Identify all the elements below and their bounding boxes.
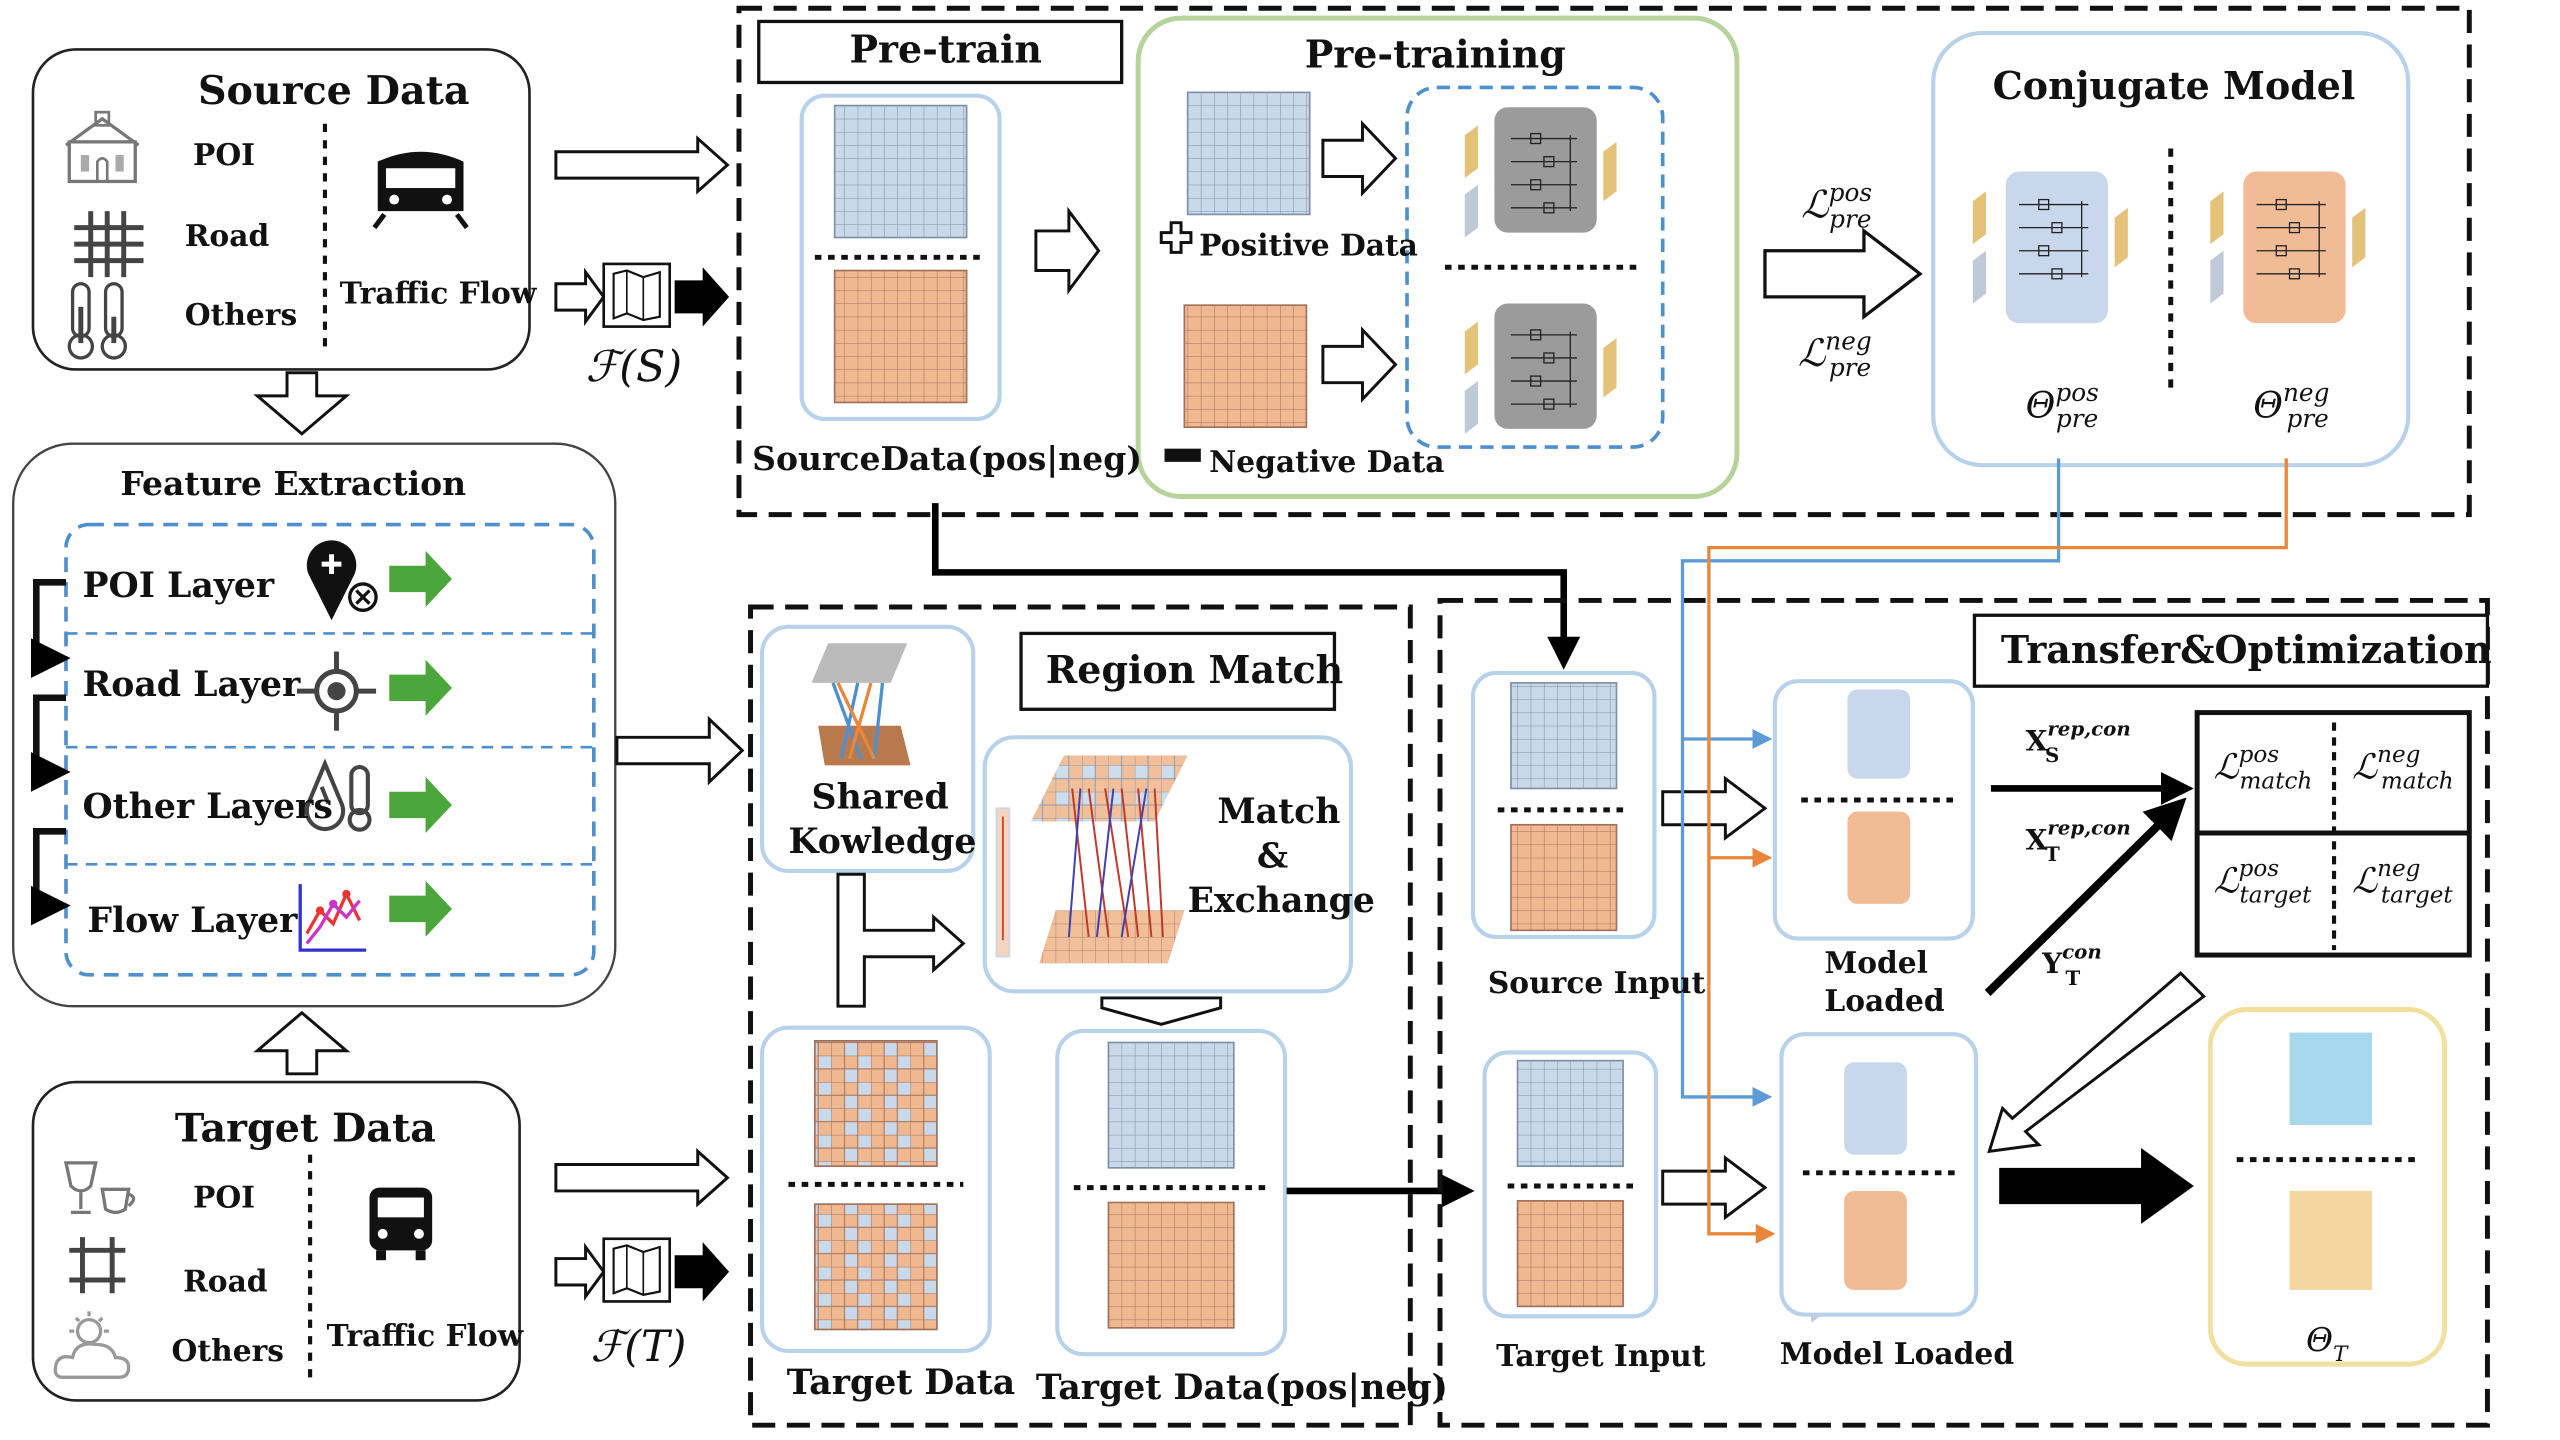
feature-to-region-arrow [615, 715, 745, 786]
source-data-posneg-label: SourceData(pos|neg) [752, 438, 1142, 479]
target-road-label: Road [183, 1265, 268, 1300]
positive-data-label: Positive Data [1199, 229, 1418, 264]
poi-layer-label: POI Layer [82, 564, 275, 606]
map-icon [602, 262, 672, 328]
source-data-title: Source Data [197, 65, 470, 114]
target-to-feature-arrow [253, 1010, 351, 1076]
parameter-flow-lines [1680, 458, 2288, 1244]
theta-pre-pos: Θpospre [2025, 377, 2099, 434]
pretrain-to-conjugate-arrow [1763, 227, 1923, 321]
target-ft-arrow-left [554, 1242, 606, 1302]
target-data-title: Target Data [174, 1103, 436, 1152]
match-label: Match [1217, 790, 1341, 832]
feature-extraction-title: Feature Extraction [120, 463, 467, 504]
source-to-pretraining-arrow [1034, 206, 1101, 295]
pretrain-region [736, 5, 2472, 518]
target-traffic-flow-label: Traffic Flow [326, 1319, 524, 1355]
plus-icon [1159, 221, 1193, 254]
source-data-panel [31, 48, 531, 371]
weather-drop-icon [304, 758, 372, 832]
loss-target-neg: ℒnegtarget [2352, 856, 2453, 909]
source-input-label: Source Input [1487, 966, 1706, 1002]
map-icon [602, 1237, 672, 1303]
region-match-region [748, 604, 1413, 1428]
xt-rep-con: Xrep,conT [2025, 816, 2131, 866]
source-fs-arrow-right [674, 267, 730, 327]
optimize-back-arrow [1987, 971, 2206, 1154]
network-block-orange [2243, 171, 2346, 324]
target-feature-function: ℱ(T) [590, 1322, 687, 1373]
mini-network-diagram [1464, 125, 1617, 238]
road-layer-label: Road Layer [82, 663, 301, 705]
loss-pre-pos: ℒpospre [1801, 178, 1873, 235]
exchange-label: Exchange [1187, 879, 1375, 921]
source-to-pretrain-arrow [554, 135, 730, 195]
flow-layer-label: Flow Layer [87, 898, 298, 941]
source-others-label: Others [184, 298, 298, 334]
train-icon [372, 151, 469, 230]
source-poi-label: POI [192, 138, 256, 174]
theta-target: ΘT [2306, 1319, 2348, 1368]
region-match-title: Region Match [1045, 648, 1344, 693]
to-output-arrow [1999, 1148, 2194, 1224]
target-data-label: Target Data [786, 1360, 1016, 1403]
poi-pin-icon [306, 540, 378, 621]
source-road-label: Road [184, 219, 270, 255]
building-icon [65, 110, 140, 184]
shared-label: Shared [811, 775, 949, 817]
target-data-posneg-label: Target Data(pos|neg) [1035, 1365, 1448, 1408]
model-loaded-line2: Loaded [1824, 984, 1945, 1020]
thermometer-icon [67, 282, 128, 360]
other-layers-label: Other Layers [82, 785, 333, 827]
target-to-region-arrow [554, 1148, 730, 1208]
loss-target-pos: ℒpostarget [2213, 856, 2312, 909]
xs-rep-con: Xrep,conS [2025, 717, 2131, 768]
yt-con: YconT [2042, 940, 2102, 990]
match-down-arrow [1100, 996, 1223, 1026]
mini-network-diagram [2210, 191, 2366, 304]
feature-extraction-panel [12, 442, 617, 1008]
model-loaded-label: Model Loaded [1779, 1337, 2015, 1373]
conjugate-model-title: Conjugate Model [1992, 64, 2356, 109]
negative-data-label: Negative Data [1209, 445, 1445, 481]
loss-pre-neg: ℒnegpre [1797, 326, 1872, 383]
cloud-sun-icon [53, 1311, 131, 1379]
kowledge-label: Kowledge [788, 819, 977, 862]
road-frame-icon [69, 1237, 126, 1294]
loss-match-pos: ℒposmatch [2213, 742, 2313, 796]
minus-icon [1164, 448, 1201, 462]
green-arrow-icon [389, 550, 452, 937]
target-poi-label: POI [192, 1181, 256, 1216]
source-traffic-flow-label: Traffic Flow [339, 277, 537, 312]
bus-icon [369, 1187, 433, 1261]
model-loaded-line1: Model [1824, 946, 1928, 982]
flow-chart-icon [298, 884, 367, 952]
source-to-feature-arrow [253, 371, 351, 436]
source-to-transfer-line [931, 503, 1581, 670]
layer-stack-icon [811, 643, 911, 766]
target-others-label: Others [171, 1334, 284, 1370]
target-input-label: Target Input [1496, 1339, 1706, 1375]
cafe-icon [63, 1161, 136, 1215]
ampersand-label: & [1256, 834, 1289, 876]
target-ft-arrow-right [674, 1242, 730, 1302]
source-feature-function: ℱ(S) [585, 343, 683, 393]
pretrain-title: Pre-train [849, 28, 1042, 73]
transfer-optimization-title: Transfer&Optimization [2000, 628, 2492, 673]
road-grid-icon [74, 211, 144, 278]
road-junction-icon [296, 651, 377, 731]
source-fs-arrow-left [554, 267, 606, 327]
mini-network-diagram [1972, 191, 2128, 304]
loss-match-neg: ℒnegmatch [2352, 742, 2454, 796]
pretraining-title: Pre-training [1304, 32, 1566, 78]
target-data-panel [31, 1080, 521, 1402]
transfer-region [1437, 597, 2490, 1428]
theta-pre-neg: Θnegpre [2253, 377, 2330, 434]
network-block-blue [2005, 171, 2109, 324]
mini-network-diagram [1464, 321, 1617, 434]
knowledge-to-match-arrow [836, 872, 966, 1008]
match-exchange-graphic [995, 755, 1188, 964]
